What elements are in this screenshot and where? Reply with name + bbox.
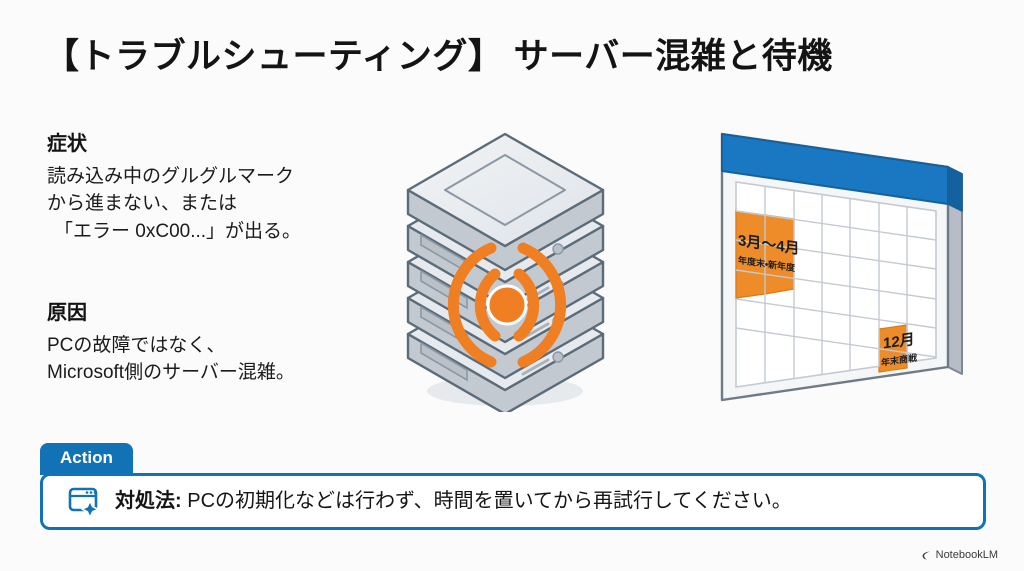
page-title: 【トラブルシューティング】 サーバー混雑と待機 [44,37,833,76]
cause-block: 原因 PCの故障ではなく、 Microsoft側のサーバー混雑。 [47,301,377,387]
cause-line-1: PCの故障ではなく、 [47,335,226,356]
cause-line-2: Microsoft側のサーバー混雑。 [47,362,295,384]
action-section: Action 対処法: PCの初期化などは行わず、時間を置いてから再試行してくだ… [40,443,986,530]
action-callout-box: 対処法: PCの初期化などは行わず、時間を置いてから再試行してください。 [40,472,986,530]
window-sparkle-icon [67,484,101,519]
calendar-highlight-2: 12月 年末商戦 [881,331,918,368]
action-prefix: 対処法: [115,490,182,513]
symptom-line-3: 「エラー 0xC00...」が出る。 [54,220,302,242]
watermark-label: NotebookLM [935,549,998,561]
calendar-icon: 3月〜4月 年度末・新年度 12月 年末商戦 [700,112,985,412]
cause-heading: 原因 [47,302,87,324]
svg-text:年末商戦: 年末商戦 [881,352,918,368]
symptom-body: 読み込み中のグルグルマーク から進まない、または 「エラー 0xC00...」が… [47,163,377,245]
cause-body: PCの故障ではなく、 Microsoft側のサーバー混雑。 [47,332,377,387]
action-tab-label: Action [40,443,133,475]
symptom-block: 症状 読み込み中のグルグルマーク から進まない、または 「エラー 0xC00..… [47,132,377,245]
svg-text:12月: 12月 [883,331,915,352]
symptom-line-1: 読み込み中のグルグルマーク [47,166,295,187]
symptom-heading: 症状 [47,133,87,155]
notebooklm-logo-icon [921,550,932,561]
symptom-line-2: から進まない、または [47,193,238,215]
server-stack-icon [383,112,638,416]
notebooklm-watermark: NotebookLM [921,549,998,561]
action-body: PCの初期化などは行わず、時間を置いてから再試行してください。 [181,490,792,513]
action-text: 対処法: PCの初期化などは行わず、時間を置いてから再試行してください。 [115,489,792,513]
